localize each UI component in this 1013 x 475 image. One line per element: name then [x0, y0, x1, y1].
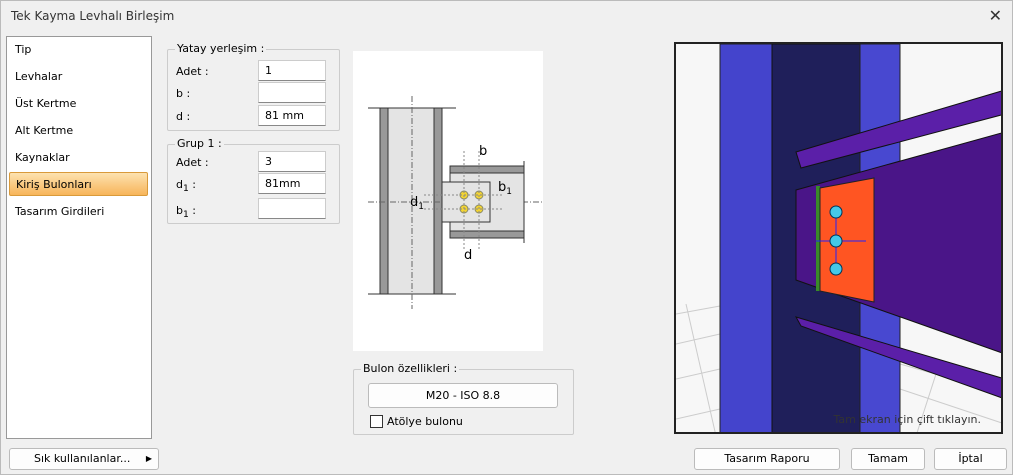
group-title: Yatay yerleşim :: [175, 42, 267, 55]
sidebar-item-kaynaklar[interactable]: Kaynaklar: [15, 151, 70, 164]
sidebar-item-tip[interactable]: Tip: [15, 43, 32, 56]
bolt-properties-group: Bulon özellikleri : M20 - ISO 8.8 Atölye…: [353, 362, 574, 435]
horizontal-layout-group: Yatay yerleşim : Adet : 1 b : d : 81 mm: [167, 42, 340, 131]
d1-label: d1 :: [176, 178, 197, 195]
close-icon[interactable]: ✕: [988, 6, 1002, 25]
adet-label: Adet :: [176, 65, 209, 78]
sidebar-item-alt-kertme[interactable]: Alt Kertme: [15, 124, 74, 137]
d1-dim-label: d1: [410, 195, 424, 212]
design-report-button[interactable]: Tasarım Raporu: [694, 448, 840, 470]
adet-input[interactable]: 1: [258, 60, 326, 81]
sidebar-item-tasarim-girdileri[interactable]: Tasarım Girdileri: [15, 205, 105, 218]
b1-label: b1 :: [176, 204, 197, 221]
b-label: b :: [176, 87, 191, 100]
sidebar: Tip Levhalar Üst Kertme Alt Kertme Kayna…: [6, 36, 152, 439]
workshop-bolt-label: Atölye bulonu: [387, 415, 463, 428]
3d-view[interactable]: Tam ekran için çift tıklayın.: [674, 42, 1003, 434]
connection-diagram: b b1 d1 d: [353, 51, 543, 351]
d-label: d :: [176, 110, 191, 123]
sidebar-item-kiris-bulonlari[interactable]: Kiriş Bulonları: [9, 172, 148, 196]
favorites-button[interactable]: Sık kullanılanlar... ▶: [9, 448, 159, 470]
b1-dim-label: b1: [498, 180, 512, 197]
sidebar-item-ust-kertme[interactable]: Üst Kertme: [15, 97, 77, 110]
d-dim-label: d: [464, 248, 472, 263]
b1-input[interactable]: [258, 198, 326, 219]
group-1: Grup 1 : Adet : 3 d1 : 81mm b1 :: [167, 137, 340, 224]
group-title: Grup 1 :: [175, 137, 224, 150]
b-dim-label: b: [479, 144, 487, 159]
adet-label: Adet :: [176, 156, 209, 169]
group-adet-input[interactable]: 3: [258, 151, 326, 172]
chevron-right-icon: ▶: [145, 454, 152, 463]
fullscreen-hint: Tam ekran için çift tıklayın.: [833, 413, 981, 426]
favorites-label: Sık kullanılanlar...: [34, 452, 131, 465]
group-title: Bulon özellikleri :: [361, 362, 460, 375]
cancel-button[interactable]: İptal: [934, 448, 1007, 470]
workshop-bolt-checkbox[interactable]: [370, 415, 383, 428]
ok-button[interactable]: Tamam: [851, 448, 925, 470]
sidebar-item-levhalar[interactable]: Levhalar: [15, 70, 63, 83]
d1-input[interactable]: 81mm: [258, 173, 326, 194]
d-input[interactable]: 81 mm: [258, 105, 326, 126]
window-title: Tek Kayma Levhalı Birleşim: [11, 9, 175, 23]
bolt-spec-button[interactable]: M20 - ISO 8.8: [368, 383, 558, 408]
b-input[interactable]: [258, 82, 326, 103]
